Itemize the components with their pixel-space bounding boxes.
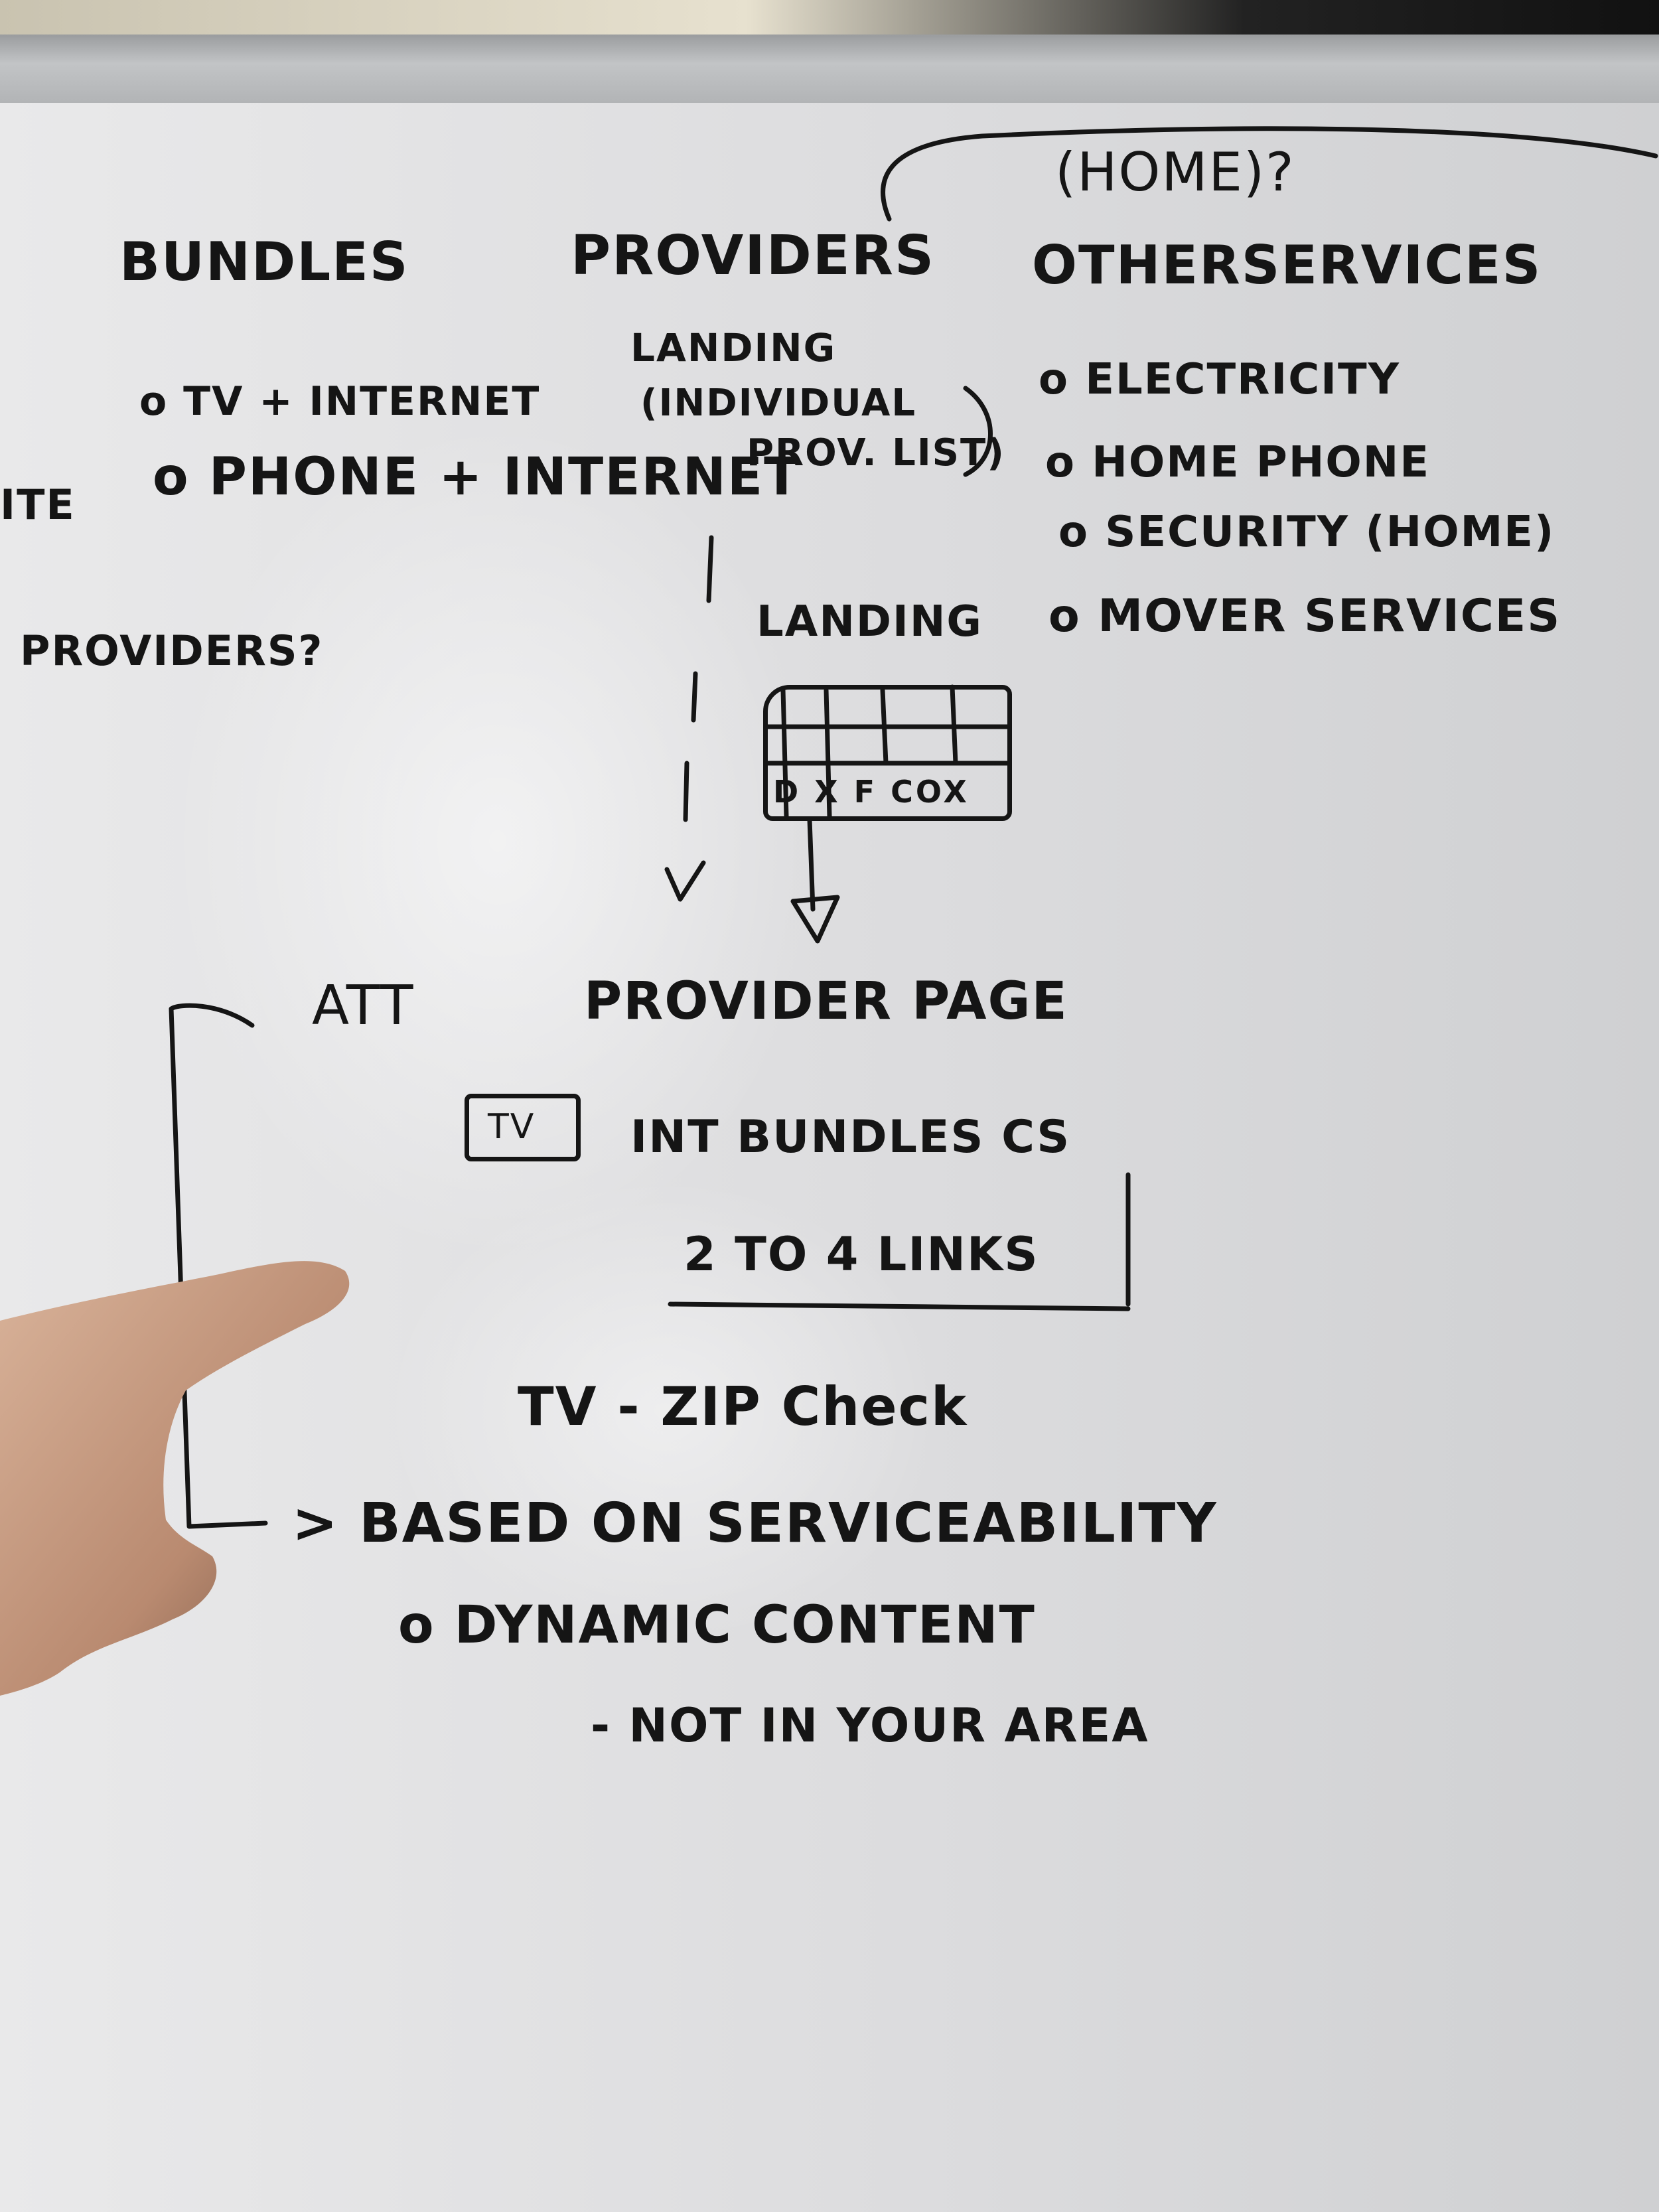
other-service-4: o MOVER SERVICES bbox=[1048, 590, 1561, 642]
header-curve bbox=[881, 126, 1658, 222]
bundle-item-2: o PHONE + INTERNET bbox=[153, 447, 801, 507]
provider-grid-sketch bbox=[763, 685, 1012, 821]
other-service-2: o HOME PHONE bbox=[1045, 438, 1431, 487]
whiteboard bbox=[0, 103, 1659, 2212]
dashed-arrowhead bbox=[664, 860, 706, 902]
header-other-services: OTHERSERVICES bbox=[1032, 234, 1542, 296]
provider-page-title: PROVIDER PAGE bbox=[584, 972, 1068, 1031]
left-fragment-ite: ITE bbox=[0, 480, 76, 529]
tv-tab-box bbox=[465, 1094, 581, 1161]
dashed-line-2 bbox=[691, 671, 698, 723]
ceiling bbox=[0, 0, 1659, 40]
left-fragment-providers: PROVIDERS? bbox=[20, 627, 324, 675]
links-underline bbox=[668, 1301, 1131, 1311]
att-label: ATT bbox=[312, 974, 415, 1037]
solid-arrowhead bbox=[790, 895, 840, 944]
hand-fingers bbox=[0, 1261, 350, 1696]
other-service-3: o SECURITY (HOME) bbox=[1058, 508, 1555, 557]
dashed-line-3 bbox=[683, 761, 689, 822]
tabs-rest: INT BUNDLES CS bbox=[630, 1111, 1071, 1163]
landing-label: LANDING bbox=[757, 597, 983, 646]
links-note: 2 TO 4 LINKS bbox=[684, 1227, 1039, 1282]
grid-line-v4 bbox=[950, 684, 958, 766]
zip-check-note: TV - ZIP Check bbox=[518, 1376, 968, 1438]
grid-line-v2 bbox=[824, 688, 832, 819]
whiteboard-frame bbox=[0, 35, 1659, 108]
header-providers: PROVIDERS bbox=[571, 224, 935, 287]
tab-tv: TV bbox=[488, 1107, 536, 1147]
grid-row-providers: D X F COX bbox=[773, 774, 970, 810]
left-bracket bbox=[169, 1003, 268, 1529]
providers-landing-2: (INDIVIDUAL bbox=[640, 382, 917, 425]
providers-landing-1: LANDING bbox=[630, 325, 837, 370]
providers-landing-3: PROV. LIST) bbox=[747, 431, 1005, 475]
not-in-area-note: - NOT IN YOUR AREA bbox=[591, 1698, 1149, 1753]
serviceability-note: > BASED ON SERVICEABILITY bbox=[292, 1492, 1218, 1555]
header-home-note: (HOME)? bbox=[1055, 141, 1295, 203]
other-service-1: o ELECTRICITY bbox=[1039, 355, 1400, 404]
dynamic-content-note: o DYNAMIC CONTENT bbox=[398, 1595, 1036, 1655]
solid-arrow-shaft bbox=[807, 817, 816, 912]
bundle-item-1: o TV + INTERNET bbox=[139, 378, 541, 425]
landing-paren bbox=[963, 386, 993, 477]
grid-line-v3 bbox=[880, 688, 889, 766]
header-bundles: BUNDLES bbox=[119, 231, 409, 293]
dashed-line-1 bbox=[706, 535, 714, 603]
